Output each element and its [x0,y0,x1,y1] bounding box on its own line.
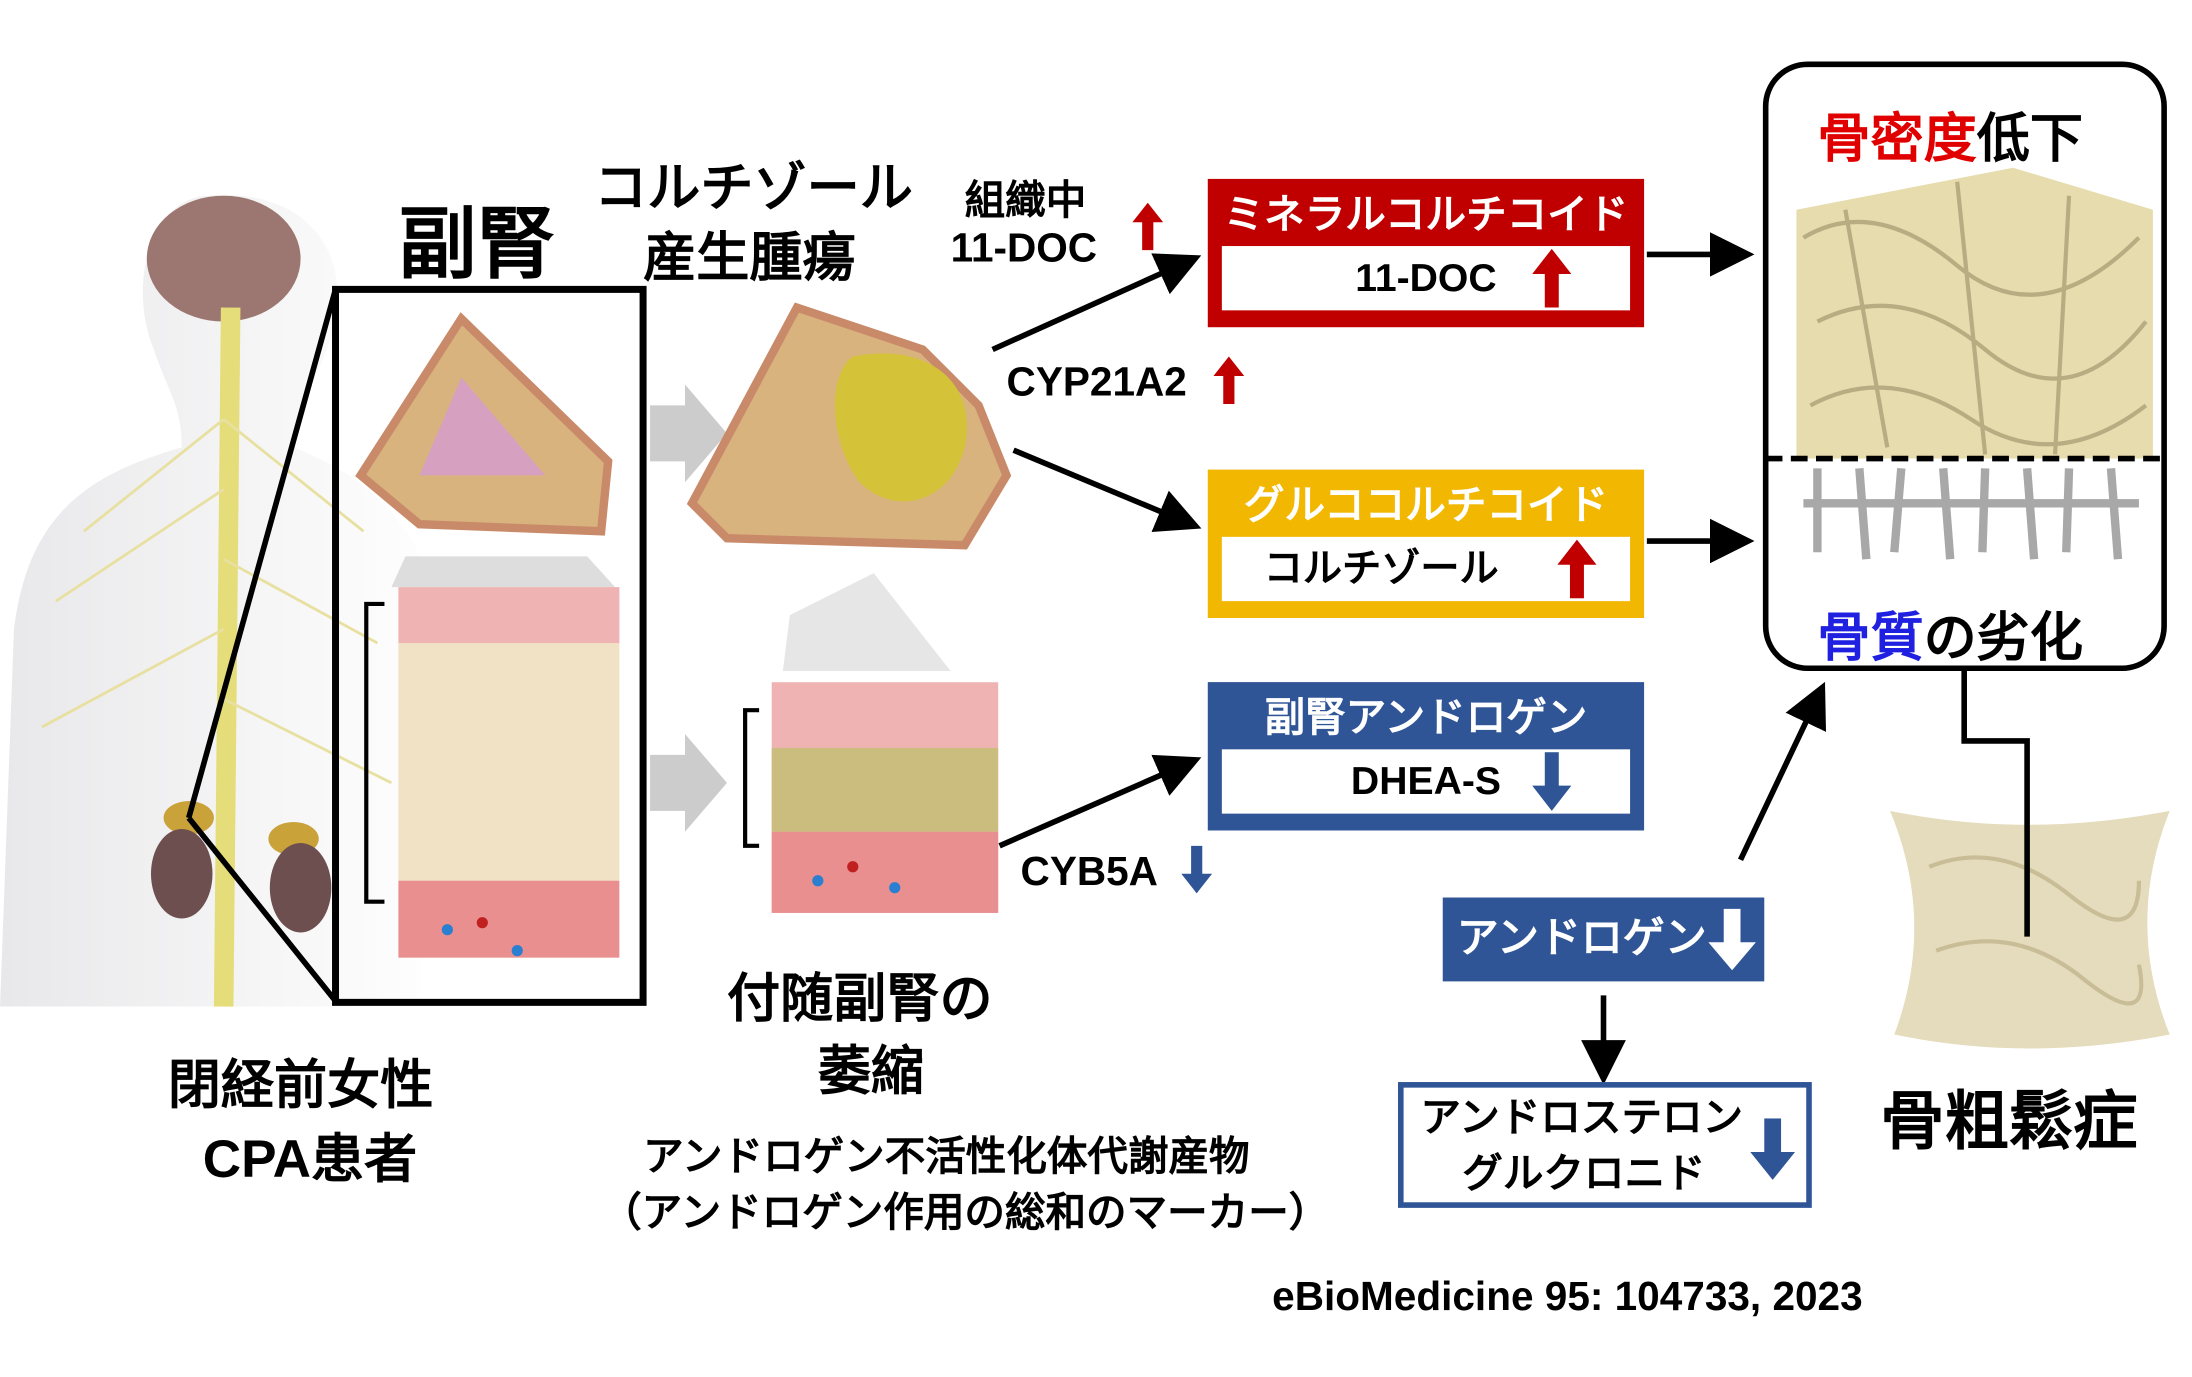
tumor-label-line2: 産生腫瘍 [643,229,856,288]
arrow-androgen-to-bone [1737,681,1827,861]
tumor-label-line1: コルチゾール [594,159,913,219]
white-down-arrow-icon [1708,908,1756,971]
glucocorticoid-header: グルココルチコイド [1243,483,1608,529]
arrow-to-glucocorticoid [1012,447,1202,532]
blue-down-arrow-icon [1750,1118,1796,1180]
arrow-to-adrenal-androgen [998,754,1202,849]
androsterone-line2: グルクロニド [1462,1151,1706,1197]
adrenal-zoom-frame [332,285,647,1006]
deterioration-label: の劣化 [1923,609,2084,669]
adrenal-androgen-header: 副腎アンドロゲン [1264,696,1588,741]
bone-density-label: 骨密度 [1817,110,1977,170]
adrenal-androgen-value: DHEA-S [1350,759,1501,803]
connector-line [1961,668,2030,937]
citation: eBioMedicine 95: 104733, 2023 [1272,1274,1863,1320]
bone-quality-deterioration: 骨質の劣化 [1817,594,2083,671]
glucocorticoid-box: グルココルチコイド コルチゾール [1207,469,1645,618]
glucocorticoid-value: コルチゾール [1263,546,1499,590]
bone-density-decrease: 骨密度低下 [1817,95,2083,172]
tissue-label: 組織中 [964,178,1087,224]
adrenal-title: 副腎 [398,199,556,288]
gray-arrow [650,733,727,832]
androgen-box: アンドロゲン [1442,897,1765,982]
tissue-11doc: 11-DOC [950,226,1098,272]
human-body-illustration [0,195,448,1007]
androsterone-line1: アンドロステロン [1420,1096,1744,1141]
androgen-label: アンドロゲン [1456,915,1707,962]
cyb5a-label: CYB5A [1020,849,1158,895]
patient-label-line2: CPA患者 [202,1130,418,1190]
blue-down-arrow-icon [1532,752,1572,811]
atrophy-label-line1: 付随副腎の [726,970,993,1029]
red-up-arrow-icon [1557,539,1597,599]
tumor-illustration [686,302,1012,913]
marker-note-line1: アンドロゲン不活性化体代謝産物 [643,1135,1250,1180]
cyp21a2-label: CYP21A2 [1006,360,1187,406]
marker-note-line2: （アンドロゲン作用の総和のマーカー） [601,1191,1330,1236]
mineralocorticoid-header: ミネラルコルチコイド [1223,192,1629,238]
gray-arrow [650,384,727,483]
decrease-label: 低下 [1976,110,2084,170]
osteoporosis-label: 骨粗鬆症 [1880,1084,2138,1158]
arrow-to-mineralocorticoid [991,253,1202,353]
trabecular-bone-illustration [1796,167,2153,560]
patient-label-line1: 閉経前女性 [167,1056,434,1116]
adrenal-cross-section [355,312,620,958]
mineralocorticoid-box: ミネラルコルチコイド 11-DOC [1207,178,1645,328]
bone-quality-label: 骨質 [1817,609,1924,669]
atrophy-label-line2: 萎縮 [817,1042,925,1102]
androsterone-glucuronide-box: アンドロステロン グルクロニド [1398,1082,1812,1208]
adrenal-androgen-box: 副腎アンドロゲン DHEA-S [1207,682,1645,831]
red-up-arrow-icon [1532,248,1572,308]
mineralocorticoid-value: 11-DOC [1355,255,1497,300]
